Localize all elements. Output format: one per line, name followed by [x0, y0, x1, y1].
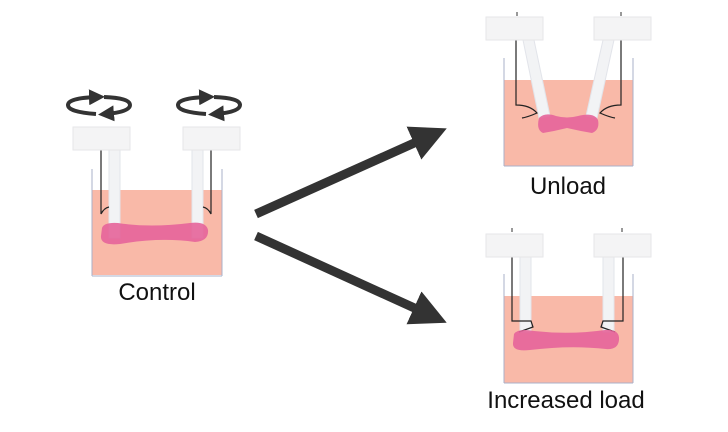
unload-setup [485, 12, 652, 167]
holder-left [485, 233, 544, 258]
tissue [512, 329, 620, 351]
unload-label: Unload [529, 173, 607, 200]
holder-right [593, 16, 652, 41]
holder-right [593, 233, 652, 258]
tissue [538, 114, 599, 133]
tissue [100, 222, 209, 245]
wire-left [515, 40, 538, 119]
wire-right [600, 257, 624, 333]
wire-right [202, 150, 212, 215]
increased-load-label: Increased load [487, 387, 645, 414]
holder-left [72, 126, 131, 151]
arrow-right-icon [254, 126, 447, 219]
wire-left [100, 150, 110, 215]
wire-left [511, 257, 534, 333]
rotation-arrow-icon [175, 89, 243, 122]
control-label: Control [118, 279, 196, 306]
increased-load-setup [485, 228, 652, 384]
holder-right [182, 126, 241, 151]
control-setup [65, 89, 243, 277]
holder-left [485, 16, 544, 41]
arrow-right-icon [254, 231, 447, 325]
rotation-arrow-icon [65, 89, 133, 122]
wire-right [599, 40, 622, 119]
